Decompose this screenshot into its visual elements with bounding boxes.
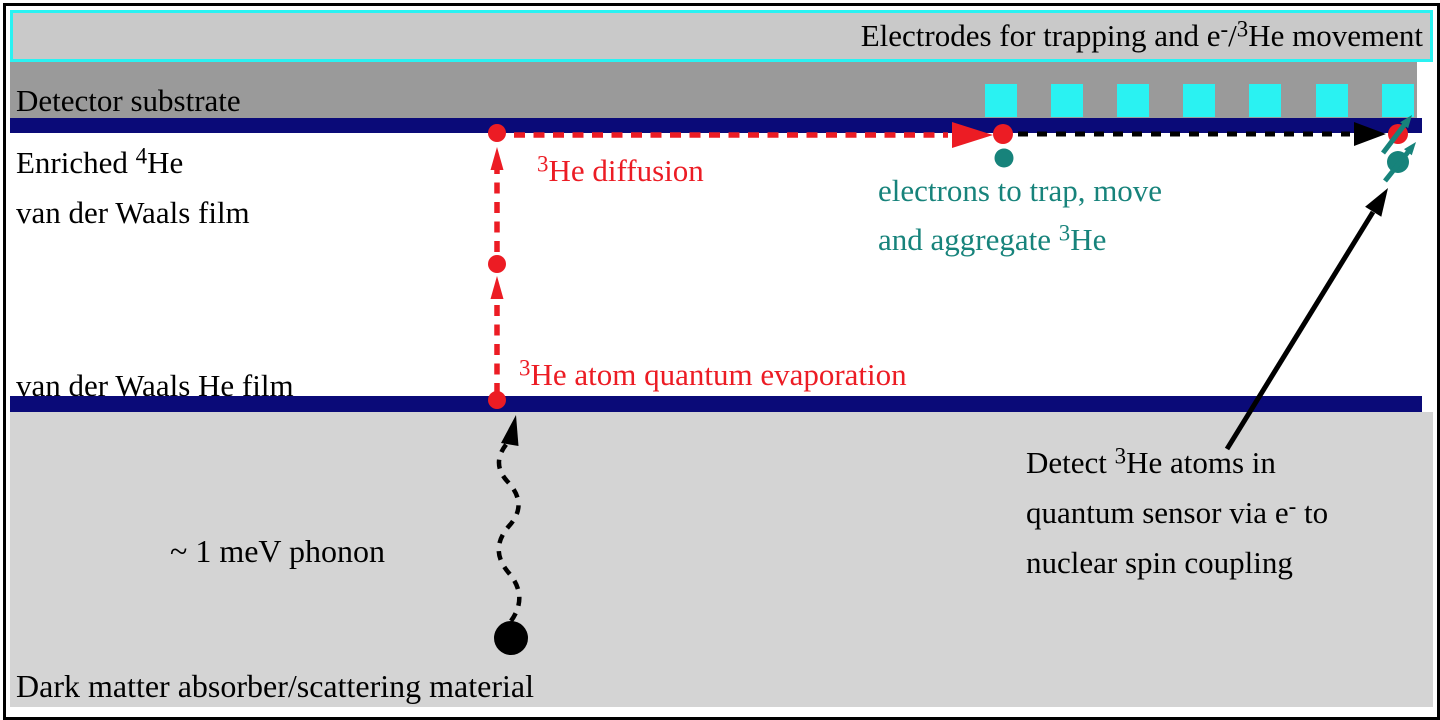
helium-film-surface-line-top xyxy=(10,118,1422,133)
electron-dot xyxy=(994,148,1014,168)
vdw-he-film-label: van der Waals He film xyxy=(16,368,294,403)
electrode-layer-bar: Electrodes for trapping and e-/3He movem… xyxy=(10,10,1433,62)
detector-substrate-layer xyxy=(10,62,1417,118)
electrode-pad xyxy=(1051,84,1083,117)
electrons-trap-label: electrons to trap, move and aggregate 3H… xyxy=(878,173,1163,257)
absorber-region xyxy=(10,412,1433,707)
helium-film-surface-line-bottom xyxy=(10,396,1422,412)
electron-dot xyxy=(1387,151,1409,173)
electrode-pad xyxy=(1183,84,1215,117)
evaporation-arrow-upper xyxy=(490,147,504,252)
detect-he3-label: Detect 3He atoms in quantum sensor via e… xyxy=(1026,443,1329,580)
electrode-pad xyxy=(1117,84,1149,117)
evaporation-arrow-lower xyxy=(490,276,504,394)
he3-diffusion-label: 3He diffusion xyxy=(537,151,704,188)
enriched-4he-film-label: Enriched 4He van der Waals film xyxy=(16,143,250,230)
superscript-three: 3 xyxy=(1058,220,1071,246)
quantum-evaporation-label: 3He atom quantum evaporation xyxy=(519,355,907,392)
electrode-bar-label: Electrodes for trapping and e-/3He movem… xyxy=(860,16,1423,53)
superscript-three: 3 xyxy=(1114,443,1127,469)
electrode-pad xyxy=(1316,84,1348,117)
superscript-three: 3 xyxy=(519,355,531,381)
superscript-three: 3 xyxy=(537,151,549,177)
he3-atom-dot xyxy=(488,255,506,273)
electrode-pad xyxy=(1382,84,1414,117)
superscript-three: 3 xyxy=(1236,16,1249,42)
superscript-four: 4 xyxy=(135,143,148,169)
detector-substrate-label: Detector substrate xyxy=(16,83,241,118)
electrode-pad xyxy=(1249,84,1281,117)
electron-spin-arrow xyxy=(1383,142,1416,183)
electrode-pad xyxy=(985,84,1017,117)
superscript-minus: - xyxy=(1288,493,1297,519)
phonon-energy-label: ~ 1 meV phonon xyxy=(170,533,385,569)
superscript-minus: - xyxy=(1220,16,1229,42)
dark-matter-absorber-label: Dark matter absorber/scattering material xyxy=(16,668,534,704)
